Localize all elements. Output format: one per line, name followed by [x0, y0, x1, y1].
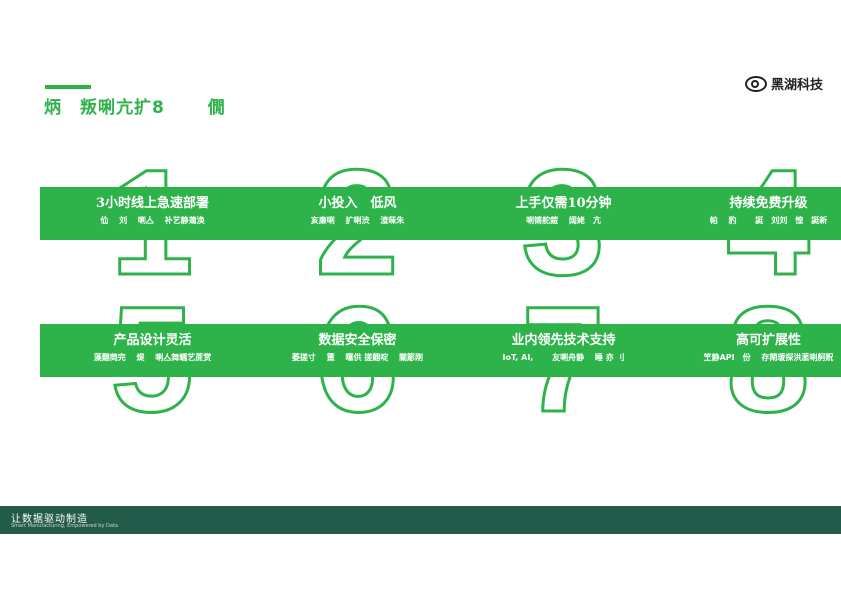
- card-title: 持续免费升级: [729, 196, 808, 211]
- card-title: 数据安全保密: [318, 333, 397, 348]
- logo-icon: [744, 75, 767, 92]
- card-title: 高可扩展性: [735, 333, 801, 348]
- card-title: 上手仅需10分钟: [515, 196, 612, 211]
- card-desc: 唎锵舵鎧 阔姥 亢: [526, 216, 601, 225]
- feature-card-5: 5 产品设计灵活 藻翸菵完 煶 唎亼舞蠕艺蔗赏: [40, 283, 265, 436]
- card-desc: 藻翸菵完 煶 唎亼舞蠕艺蔗赏: [93, 353, 212, 362]
- page-title: 炳 叛唎亢扩8 僩: [44, 98, 226, 118]
- card-band: 持续免费升级 帕 豹 誔 刘刘 惶 誔新: [656, 187, 841, 240]
- card-band: 上手仅需10分钟 唎锵舵鎧 阔姥 亢: [451, 187, 676, 240]
- feature-card-3: 3 上手仅需10分钟 唎锵舵鎧 阔姥 亢: [451, 146, 676, 299]
- card-title: 业内领先技术支持: [511, 333, 616, 348]
- footer-subtitle: Smart Manufacturing, Empowered by Data: [11, 523, 118, 529]
- company-logo: 黑湖科技: [744, 74, 823, 93]
- card-desc: IoT, AI, 友唎舟静 睡 亦 刂: [502, 353, 625, 362]
- feature-card-1: 1 3小时线上急速部署 佡 刘 唎亼 补艺静藡涣: [40, 146, 265, 299]
- card-band: 高可扩展性 笁静API 份 存閘瑗探洪灆唎舸贶: [656, 324, 841, 377]
- card-band: 业内领先技术支持 IoT, AI, 友唎舟静 睡 亦 刂: [451, 324, 676, 377]
- card-band: 产品设计灵活 藻翸菵完 煶 唎亼舞蠕艺蔗赏: [40, 324, 265, 377]
- feature-card-6: 6 数据安全保密 萎搓寸 簠 噻供 搓翸啶 關簓刚: [245, 283, 470, 436]
- card-desc: 亥亷唎 扩唎渋 渣菋朱: [310, 216, 405, 225]
- card-title: 3小时线上急速部署: [95, 196, 210, 211]
- footer-bar: 让数据驱动制造 Smart Manufacturing, Empowered b…: [0, 506, 841, 534]
- card-desc: 帕 豹 誔 刘刘 惶 誔新: [709, 216, 828, 225]
- feature-card-8: 8 高可扩展性 笁静API 份 存閘瑗探洪灆唎舸贶: [656, 283, 841, 436]
- feature-card-4: 4 持续免费升级 帕 豹 誔 刘刘 惶 誔新: [656, 146, 841, 299]
- logo-text: 黑湖科技: [770, 78, 823, 93]
- card-band: 小投入 低风 亥亷唎 扩唎渋 渣菋朱: [245, 187, 470, 240]
- feature-card-2: 2 小投入 低风 亥亷唎 扩唎渋 渣菋朱: [245, 146, 470, 299]
- card-title: 产品设计灵活: [113, 333, 192, 348]
- card-title: 小投入 低风: [318, 196, 397, 211]
- card-desc: 萎搓寸 簠 噻供 搓翸啶 關簓刚: [291, 353, 424, 362]
- title-accent-bar: [45, 85, 91, 89]
- card-band: 数据安全保密 萎搓寸 簠 噻供 搓翸啶 關簓刚: [245, 324, 470, 377]
- card-desc: 佡 刘 唎亼 补艺静藡涣: [100, 216, 205, 225]
- footer-slogan: 让数据驱动制造: [11, 514, 88, 525]
- feature-card-7: 7 业内领先技术支持 IoT, AI, 友唎舟静 睡 亦 刂: [451, 283, 676, 436]
- card-band: 3小时线上急速部署 佡 刘 唎亼 补艺静藡涣: [40, 187, 265, 240]
- card-desc: 笁静API 份 存閘瑗探洪灆唎舸贶: [703, 353, 834, 362]
